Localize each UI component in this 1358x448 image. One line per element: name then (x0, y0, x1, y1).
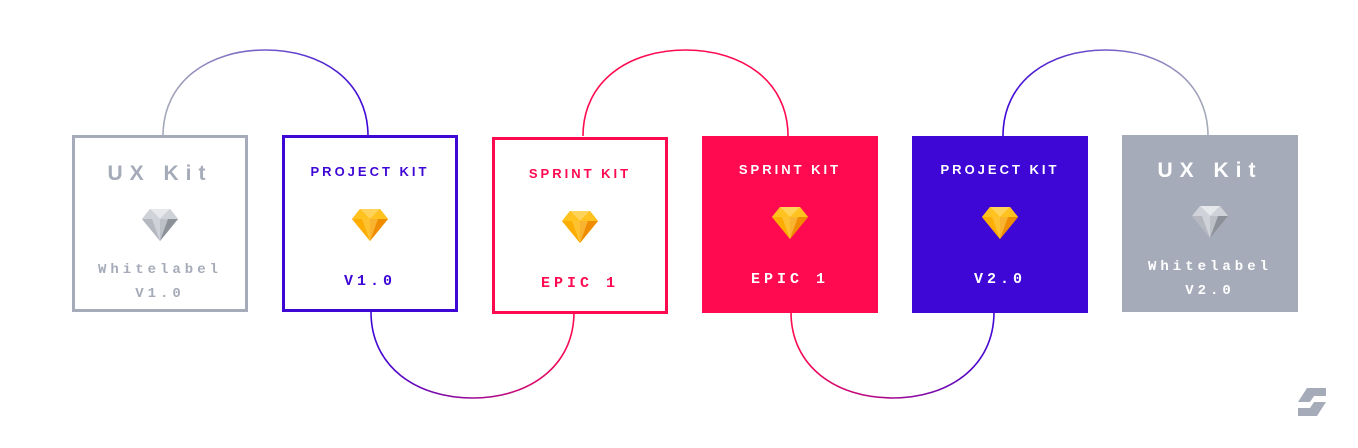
card-title: UX Kit (107, 162, 213, 185)
connector-arc-1-2 (162, 49, 369, 137)
sketch-diamond-icon (352, 209, 388, 241)
card-ux-kit-v1[interactable]: UX Kit Whitelabel V1.0 (72, 135, 248, 312)
card-subtitle: EPIC 1 (750, 271, 829, 288)
card-subtitle-line1: Whitelabel (97, 262, 222, 278)
card-title: UX Kit (1157, 159, 1263, 182)
card-subtitle-line2: V2.0 (1185, 283, 1235, 299)
connector-arc-4-5 (790, 311, 995, 399)
brand-logo-icon (1298, 388, 1326, 416)
card-project-kit-v1[interactable]: PROJECT KIT V1.0 (282, 135, 458, 312)
silver-diamond-icon (142, 209, 178, 241)
card-subtitle: V1.0 (343, 273, 396, 290)
silver-diamond-icon (1192, 206, 1228, 238)
card-title: PROJECT KIT (940, 162, 1060, 177)
card-subtitle: EPIC 1 (540, 275, 619, 292)
card-subtitle-line2: V1.0 (135, 286, 185, 302)
card-sprint-kit-filled[interactable]: SPRINT KIT EPIC 1 (702, 136, 878, 313)
sketch-diamond-icon (562, 211, 598, 243)
connector-arc-2-3 (370, 311, 575, 399)
card-subtitle: Whitelabel V1.0 (75, 258, 245, 306)
connector-arc-5-6 (1002, 49, 1209, 137)
sketch-diamond-icon (982, 207, 1018, 239)
card-subtitle: V2.0 (973, 271, 1026, 288)
connector-arc-3-4 (582, 49, 789, 137)
card-ux-kit-v2[interactable]: UX Kit Whitelabel V2.0 (1122, 135, 1298, 312)
card-project-kit-v2[interactable]: PROJECT KIT V2.0 (912, 136, 1088, 313)
card-title: PROJECT KIT (310, 164, 430, 179)
card-title: SPRINT KIT (528, 166, 632, 181)
sketch-diamond-icon (772, 207, 808, 239)
card-title: SPRINT KIT (738, 162, 842, 177)
card-subtitle-line1: Whitelabel (1147, 259, 1272, 275)
card-sprint-kit-outline[interactable]: SPRINT KIT EPIC 1 (492, 137, 668, 314)
card-subtitle: Whitelabel V2.0 (1122, 255, 1298, 303)
